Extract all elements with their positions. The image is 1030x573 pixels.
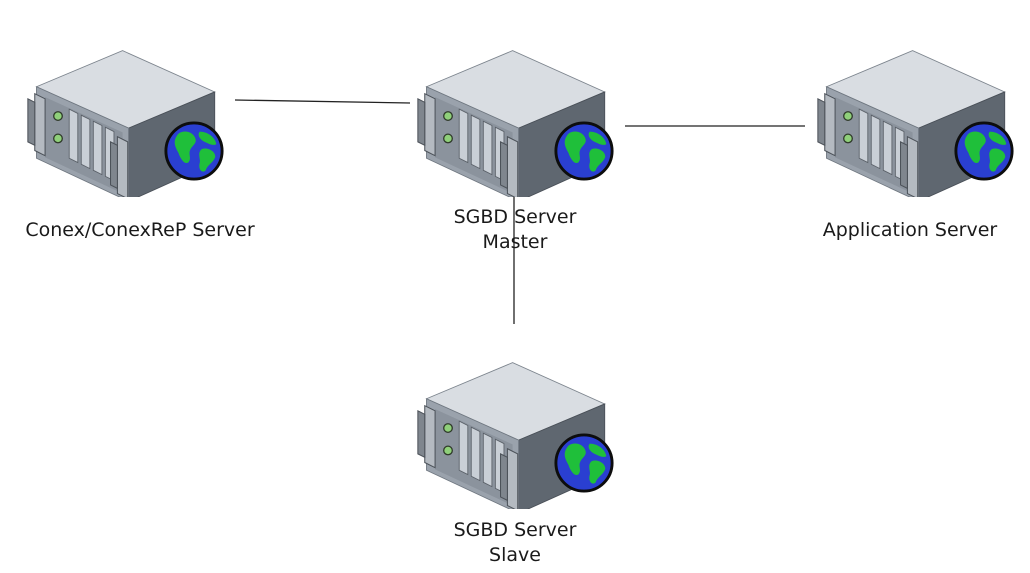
server-node-slave: [417, 361, 614, 509]
label-line: Slave: [489, 544, 541, 566]
conex-server-label: Conex/ConexReP Server: [0, 218, 280, 243]
label-line: Conex/ConexReP Server: [25, 219, 255, 241]
globe-icon: [554, 433, 614, 493]
label-line: Master: [482, 231, 548, 253]
sgbd-master-label: SGBD Server Master: [380, 205, 650, 255]
server-node-master: [417, 49, 614, 197]
label-line: SGBD Server: [453, 519, 577, 541]
server-node-app: [817, 49, 1014, 197]
sgbd-slave-label: SGBD Server Slave: [380, 518, 650, 568]
application-server-label: Application Server: [790, 218, 1030, 243]
connections: [234, 99, 805, 324]
label-line: SGBD Server: [453, 206, 577, 228]
globe-icon: [164, 121, 224, 181]
label-line: Application Server: [822, 219, 998, 241]
globe-icon: [954, 121, 1014, 181]
server-nodes: [27, 49, 1014, 509]
server-node-conex: [27, 49, 224, 197]
connection-line-conex-master: [234, 99, 411, 104]
globe-icon: [554, 121, 614, 181]
